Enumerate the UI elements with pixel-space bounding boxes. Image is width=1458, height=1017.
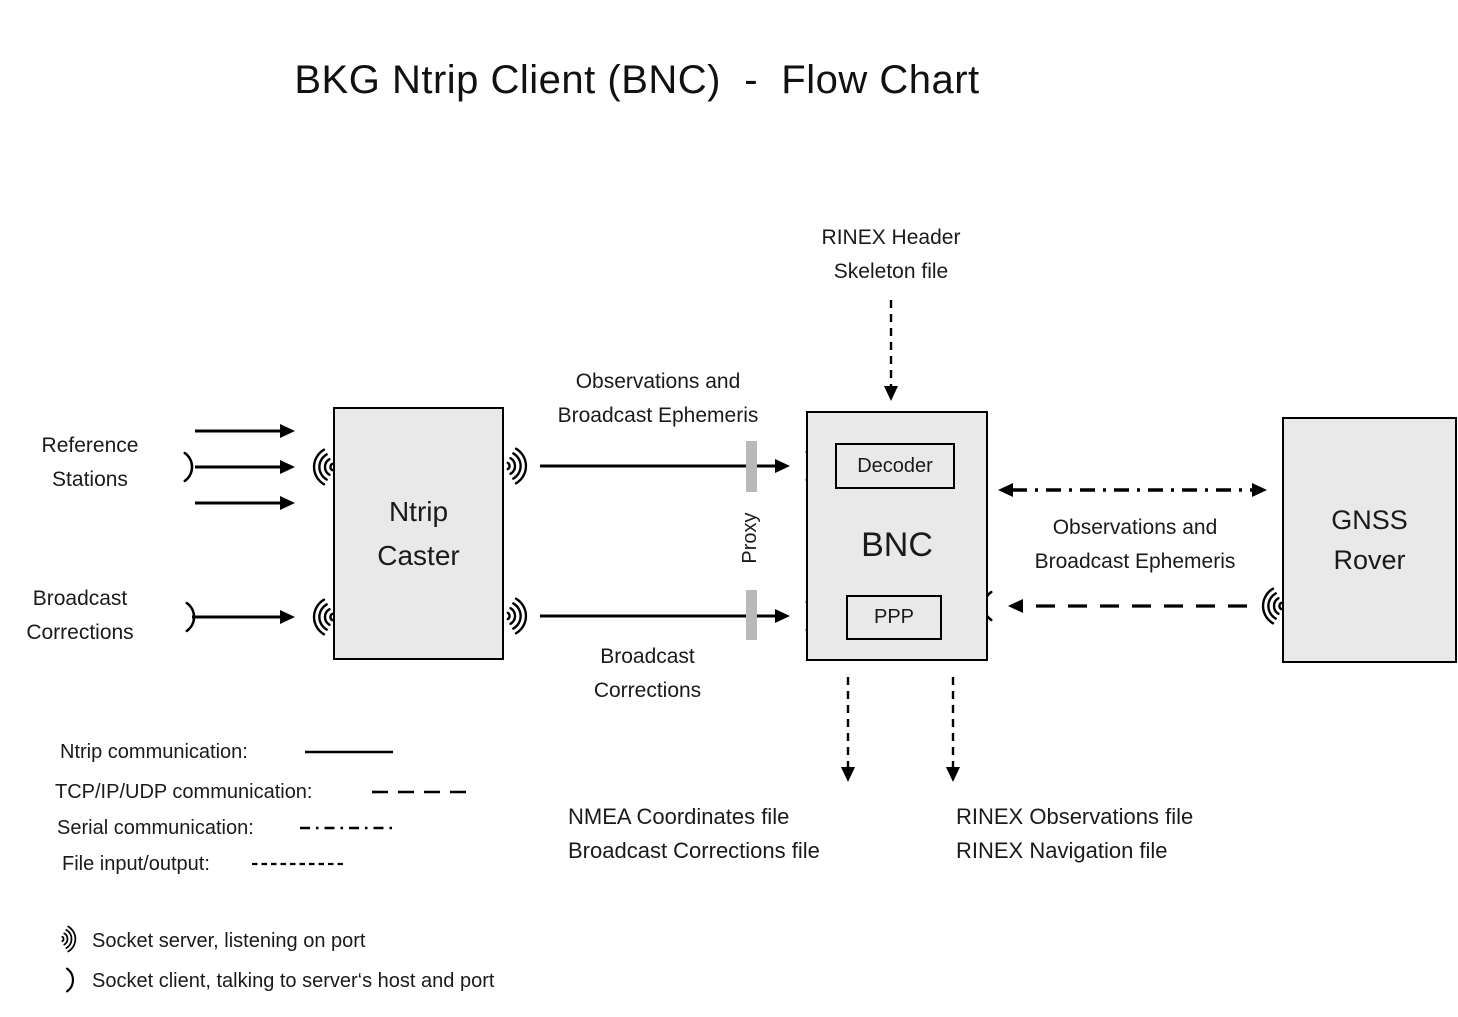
bnc-label: BNC (861, 526, 933, 564)
node-ntrip-caster: Ntrip Caster (333, 407, 504, 660)
nmea-files-label: NMEA Coordinates file Broadcast Correcti… (568, 804, 820, 863)
socket-server-icon (61, 925, 77, 953)
obs-ephemeris-right-label: Observations and Broadcast Ephemeris (1034, 516, 1236, 573)
socket-client-icon (183, 451, 194, 483)
page-title: BKG Ntrip Client (BNC) - Flow Chart (294, 58, 980, 102)
socket-server-icon (506, 447, 528, 485)
legend-socket-client-label: Socket client, talking to server‘s host … (92, 970, 495, 992)
proxy-bars (746, 441, 757, 640)
socket-server-icon (312, 598, 334, 636)
node-bnc: Decoder BNC PPP (806, 411, 988, 661)
rinex-header-label: RINEX Header Skeleton file (821, 226, 961, 283)
proxy-label: Proxy (739, 512, 761, 564)
reference-stations-label: Reference Stations (41, 434, 139, 491)
obs-ephemeris-top-label: Observations and Broadcast Ephemeris (557, 370, 759, 427)
node-gnss-rover: GNSS Rover (1282, 417, 1457, 663)
socket-server-icon (1261, 587, 1283, 625)
decoder-box: Decoder (835, 443, 955, 489)
ppp-box: PPP (846, 595, 942, 640)
socket-client-icon (65, 967, 75, 993)
legend-socket-server-label: Socket server, listening on port (92, 930, 366, 952)
legend-ntrip-label: Ntrip communication: (60, 741, 248, 763)
reference-stations-arrows (195, 424, 295, 510)
broadcast-corrections-mid-label: Broadcast Corrections (593, 645, 702, 702)
legend-file-label: File input/output: (62, 853, 210, 875)
socket-client-icon (185, 601, 196, 633)
broadcast-corrections-left-label: Broadcast Corrections (26, 587, 134, 644)
legend-tcp-label: TCP/IP/UDP communication: (55, 781, 313, 803)
socket-server-icon (506, 597, 528, 635)
legend-serial-label: Serial communication: (57, 817, 254, 839)
socket-server-icon (312, 448, 334, 486)
rinex-files-label: RINEX Observations file RINEX Navigation… (956, 804, 1194, 863)
